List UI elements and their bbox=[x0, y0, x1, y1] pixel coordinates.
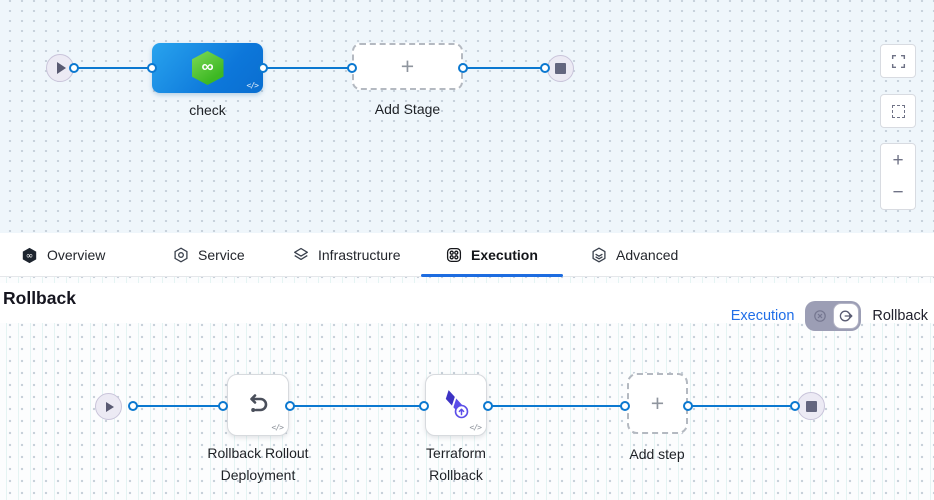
svg-text:∞: ∞ bbox=[26, 251, 34, 261]
rollback-undo-icon bbox=[250, 394, 268, 412]
stage-canvas[interactable]: ∞ </> check + Add Stage + − bbox=[0, 0, 934, 233]
execution-ghost-icon bbox=[814, 310, 827, 322]
connector-line bbox=[688, 405, 795, 407]
node-port[interactable] bbox=[258, 63, 268, 73]
node-port[interactable] bbox=[218, 401, 228, 411]
minus-icon: − bbox=[892, 182, 904, 203]
active-tab-underline bbox=[421, 274, 563, 277]
play-icon bbox=[106, 401, 114, 412]
node-port[interactable] bbox=[458, 63, 468, 73]
zoom-in-button[interactable]: + bbox=[880, 143, 916, 177]
node-port[interactable] bbox=[683, 401, 693, 411]
node-port[interactable] bbox=[347, 63, 357, 73]
tab-service[interactable]: Service bbox=[173, 233, 245, 277]
fullscreen-button[interactable] bbox=[880, 44, 916, 78]
step-node-terraform-rollback[interactable]: </> bbox=[425, 374, 487, 436]
step-name-label: Rollback Rollout Deployment bbox=[207, 445, 309, 483]
execution-icon bbox=[446, 247, 462, 263]
advanced-icon bbox=[592, 247, 606, 263]
multi-select-button[interactable] bbox=[880, 94, 916, 128]
node-port[interactable] bbox=[147, 63, 157, 73]
node-port[interactable] bbox=[128, 401, 138, 411]
tab-label: Advanced bbox=[616, 247, 679, 263]
pipeline-end-node[interactable] bbox=[547, 55, 574, 82]
step-node-rollback-rollout[interactable]: </> bbox=[227, 374, 289, 436]
zoom-out-button[interactable]: − bbox=[880, 176, 916, 210]
node-port[interactable] bbox=[540, 63, 550, 73]
toggle-knob[interactable] bbox=[833, 303, 860, 329]
selection-icon bbox=[891, 104, 905, 118]
tab-execution[interactable]: Execution bbox=[446, 233, 538, 277]
node-port[interactable] bbox=[483, 401, 493, 411]
stage-node-check[interactable]: ∞ </> bbox=[152, 43, 263, 93]
tab-advanced[interactable]: Advanced bbox=[591, 233, 678, 277]
node-port[interactable] bbox=[285, 401, 295, 411]
plus-icon: + bbox=[400, 53, 415, 79]
add-stage-node[interactable]: + bbox=[352, 43, 463, 90]
rollback-mode-icon bbox=[840, 310, 853, 322]
tab-label: Service bbox=[198, 247, 245, 263]
fullscreen-icon bbox=[891, 54, 905, 68]
rollback-mode-label: Rollback bbox=[872, 308, 928, 324]
add-step-node[interactable]: + bbox=[627, 373, 688, 434]
plus-icon: + bbox=[892, 149, 904, 171]
play-icon bbox=[57, 62, 66, 74]
connector-line bbox=[463, 67, 545, 69]
stop-icon bbox=[805, 400, 817, 412]
node-port[interactable] bbox=[620, 401, 630, 411]
connector-line bbox=[290, 405, 424, 407]
node-port[interactable] bbox=[69, 63, 79, 73]
overview-icon: ∞ bbox=[22, 247, 37, 263]
infrastructure-icon bbox=[294, 247, 308, 261]
section-title: Rollback bbox=[3, 288, 76, 308]
node-port[interactable] bbox=[790, 401, 800, 411]
stage-name-label: check bbox=[189, 102, 226, 118]
rollback-toggle[interactable] bbox=[805, 301, 862, 331]
connector-line bbox=[74, 67, 152, 69]
service-icon bbox=[174, 247, 188, 263]
terraform-icon bbox=[445, 390, 469, 419]
pipeline-end-node[interactable] bbox=[797, 392, 825, 420]
tab-overview[interactable]: ∞ Overview bbox=[21, 233, 105, 277]
node-port[interactable] bbox=[419, 401, 429, 411]
tab-label: Infrastructure bbox=[318, 247, 401, 263]
code-icon[interactable]: </> bbox=[469, 423, 482, 432]
add-step-label: Add step bbox=[629, 446, 685, 462]
tab-label: Execution bbox=[471, 247, 538, 263]
tab-label: Overview bbox=[47, 247, 106, 263]
stage-tab-bar: ∞ Overview Service Infrastructure bbox=[0, 233, 934, 277]
code-icon[interactable]: </> bbox=[246, 81, 259, 90]
step-name-label: Terraform Rollback bbox=[426, 445, 486, 483]
harness-cd-icon: ∞ bbox=[191, 51, 224, 85]
code-icon[interactable]: </> bbox=[271, 423, 284, 432]
pipeline-start-node[interactable] bbox=[95, 393, 122, 420]
connector-line bbox=[133, 405, 223, 407]
execution-mode-link[interactable]: Execution bbox=[730, 308, 795, 324]
connector-line bbox=[263, 67, 352, 69]
tab-infrastructure[interactable]: Infrastructure bbox=[293, 233, 400, 277]
plus-icon: + bbox=[650, 390, 665, 416]
connector-line bbox=[488, 405, 625, 407]
execution-rollback-switch-row: Execution Rollback bbox=[731, 300, 928, 332]
add-stage-label: Add Stage bbox=[374, 101, 441, 117]
rollback-section-header bbox=[0, 283, 934, 323]
stop-icon bbox=[555, 63, 566, 74]
